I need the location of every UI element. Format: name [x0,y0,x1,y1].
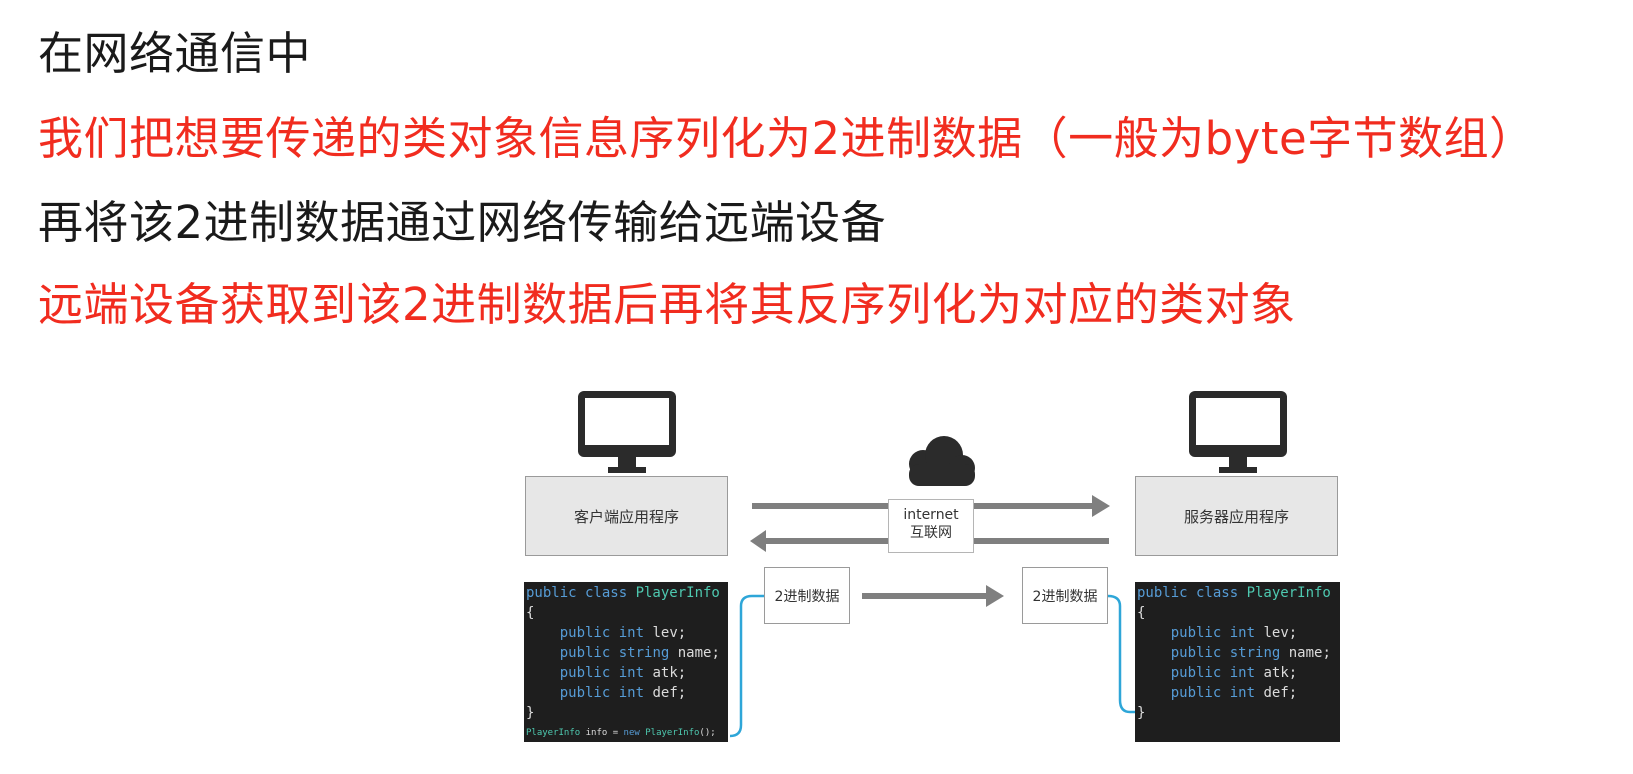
server-app-box: 服务器应用程序 [1135,476,1338,556]
internet-zh-label: 互联网 [910,525,952,541]
server-code-block: public class PlayerInfo { public int lev… [1135,582,1340,742]
client-monitor-icon [578,391,676,473]
connector-left [729,594,764,738]
client-app-box: 客户端应用程序 [525,476,728,556]
line-serialize: 我们把想要传递的类对象信息序列化为2进制数据（一般为byte字节数组） [38,112,1535,165]
client-code-block: public class PlayerInfo { public int lev… [524,582,728,742]
line-deserialize: 远端设备获取到该2进制数据后再将其反序列化为对应的类对象 [38,278,1296,331]
arrow-binary-transfer [862,585,1004,607]
binary-data-left: 2进制数据 [764,567,850,624]
internet-box: internet 互联网 [888,499,974,553]
connector-right [1107,594,1135,714]
line-transmit: 再将该2进制数据通过网络传输给远端设备 [38,196,887,249]
internet-label: internet [903,507,959,523]
line-network-communication: 在网络通信中 [38,27,312,80]
cloud-icon [909,436,975,486]
binary-data-right: 2进制数据 [1022,567,1108,624]
server-monitor-icon [1189,391,1287,473]
